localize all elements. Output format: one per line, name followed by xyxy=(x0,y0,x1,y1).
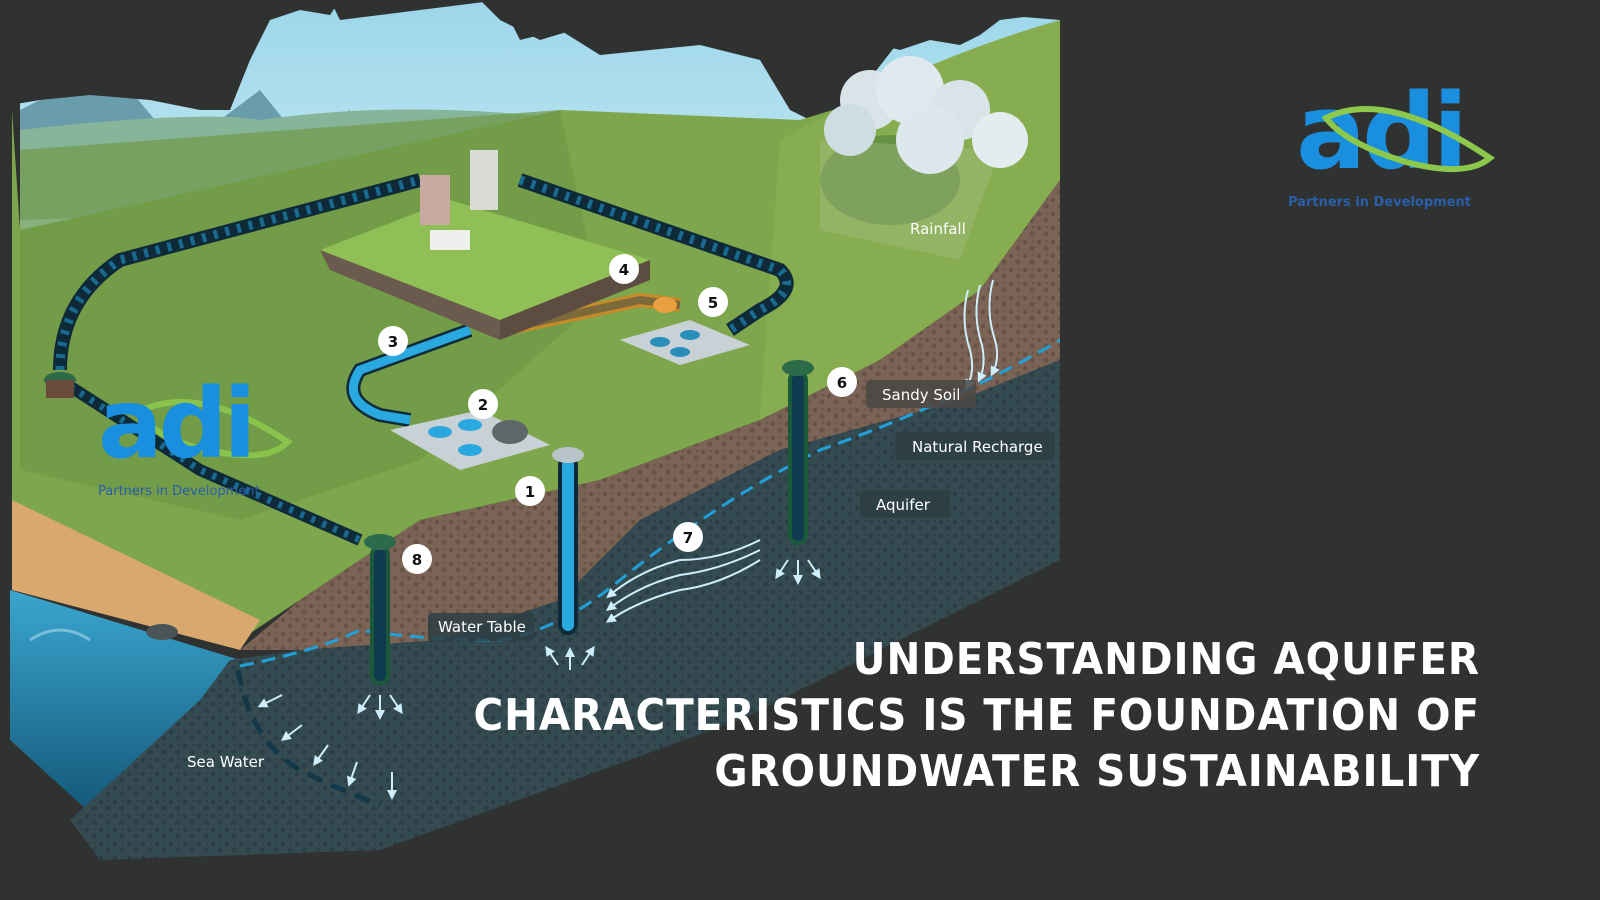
well-6 xyxy=(782,360,814,545)
marker-7: 7 xyxy=(673,522,703,552)
svg-text:5: 5 xyxy=(708,294,718,312)
headline-line-2: CHARACTERISTICS IS THE FOUNDATION OF xyxy=(473,690,1480,741)
svg-text:3: 3 xyxy=(388,333,398,351)
swoosh-icon xyxy=(133,399,293,459)
label-rainfall: Rainfall xyxy=(910,220,966,238)
marker-3: 3 xyxy=(378,326,408,356)
well-8 xyxy=(364,534,396,685)
label-natural-recharge: Natural Recharge xyxy=(912,438,1043,456)
label-bg-aquifer xyxy=(860,490,950,518)
label-sandy-soil: Sandy Soil xyxy=(882,386,960,404)
marker-1: 1 xyxy=(515,476,545,506)
lateral-flow-arrows xyxy=(605,539,761,623)
well-6-output-arrows xyxy=(775,559,821,585)
svg-text:2: 2 xyxy=(478,396,488,414)
label-aquifer: Aquifer xyxy=(876,496,931,514)
headline-line-3: GROUNDWATER SUSTAINABILITY xyxy=(714,746,1480,797)
brand-tagline: Partners in Development xyxy=(1288,195,1471,210)
svg-text:8: 8 xyxy=(412,551,422,569)
pipe-coast xyxy=(56,374,363,546)
label-bg-sandy-soil xyxy=(866,380,976,408)
label-water-table: Water Table xyxy=(438,618,526,636)
pipe-loop-left xyxy=(53,173,422,371)
saltwater-interface xyxy=(235,669,381,808)
svg-text:4: 4 xyxy=(619,261,629,279)
label-sea-water: Sea Water xyxy=(187,753,265,771)
building xyxy=(420,175,450,225)
city-plateau xyxy=(320,200,650,320)
headline-line-1: UNDERSTANDING AQUIFER xyxy=(852,634,1480,685)
svg-text:7: 7 xyxy=(683,529,693,547)
svg-text:1: 1 xyxy=(525,483,535,501)
marker-2: 2 xyxy=(468,389,498,419)
seawater-intrusion-arrows xyxy=(257,694,397,800)
rock xyxy=(146,624,178,640)
headline: UNDERSTANDING AQUIFER CHARACTERISTICS IS… xyxy=(468,632,1480,800)
label-bg-water-table xyxy=(428,613,534,641)
marker-4: 4 xyxy=(609,254,639,284)
pipe-loop-right xyxy=(517,173,794,336)
swoosh-icon xyxy=(1321,106,1495,173)
label-bg-natural-recharge xyxy=(895,432,1055,460)
watermark-logo: adi Partners in Development xyxy=(98,376,298,502)
well-1 xyxy=(552,447,584,635)
water-table-line xyxy=(239,338,1061,668)
rain-cloud xyxy=(820,56,1028,260)
torn-edge-bottom xyxy=(0,560,1060,900)
treatment-plant-5 xyxy=(620,320,750,365)
watermark-mark: adi xyxy=(98,368,256,480)
marker-5: 5 xyxy=(698,287,728,317)
well-left xyxy=(44,372,76,398)
marker-6: 6 xyxy=(827,367,857,397)
marker-8: 8 xyxy=(402,544,432,574)
well-1-intake-arrows xyxy=(545,645,595,670)
brand-logo: adi Partners in Development xyxy=(1288,80,1496,218)
watermark-tagline: Partners in Development xyxy=(98,484,260,499)
svg-text:6: 6 xyxy=(837,374,847,392)
well-8-output-arrows xyxy=(357,694,403,720)
beach xyxy=(12,500,260,650)
